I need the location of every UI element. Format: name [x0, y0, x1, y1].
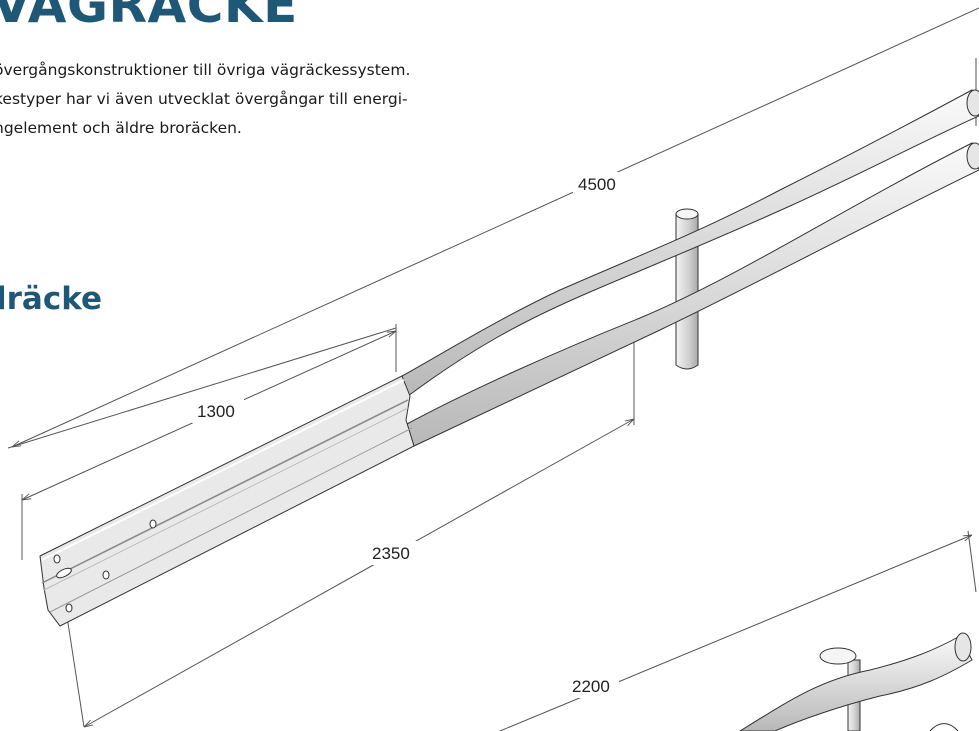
label-bg — [573, 172, 625, 196]
dimension-4500: 4500 — [578, 175, 616, 194]
upper-pipe-rail — [401, 89, 979, 397]
dimension-1300: 1300 — [197, 402, 235, 421]
intro-line-1: övergångskonstruktioner till övriga vägr… — [0, 61, 411, 79]
dimension-2200: 2200 — [572, 677, 610, 696]
page-title: VÄGRÄCKE — [0, 0, 298, 34]
label-bg — [367, 541, 419, 565]
section-heading: lräcke — [0, 281, 103, 317]
lower-pipe-rail — [406, 142, 979, 447]
w-beam-section — [39, 375, 415, 627]
dimension-line-2200 — [499, 535, 972, 731]
dimension-2350: 2350 — [372, 544, 410, 563]
intro-line-2: kestyper har vi även utvecklat övergånga… — [0, 90, 408, 108]
intro-paragraph: övergångskonstruktioner till övriga vägr… — [0, 56, 554, 143]
dimension-line-2350 — [84, 419, 634, 727]
label-bg — [567, 674, 619, 698]
label-bg — [192, 399, 244, 423]
second-guardrail-assembly — [739, 632, 973, 731]
dimension-lines — [7, 7, 979, 731]
extension-line — [967, 530, 977, 593]
intro-line-3: ngelement och äldre broräcken. — [0, 119, 242, 137]
